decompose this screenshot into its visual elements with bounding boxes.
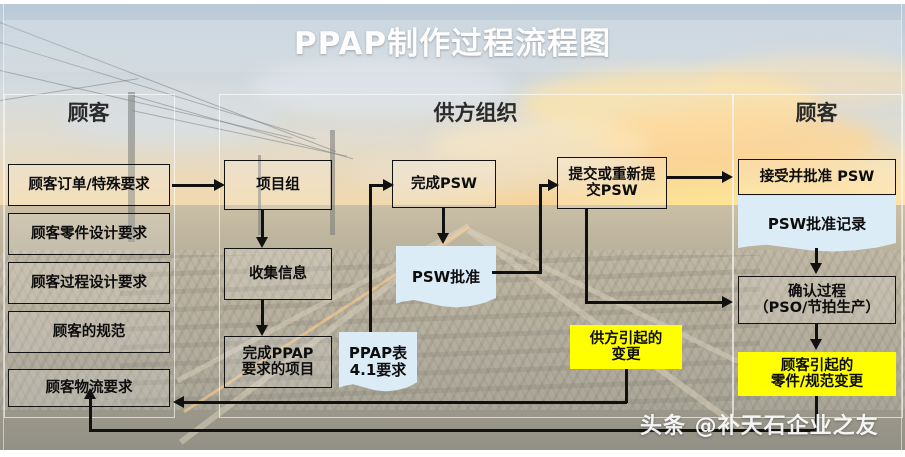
watermark: 头条 @补天石企业之友 (640, 414, 879, 439)
arrow-right-icon (383, 179, 394, 191)
connector-collect-to-items (261, 300, 264, 326)
connector-approval-right (492, 271, 542, 274)
arrow-down-icon (256, 325, 268, 336)
connector-approval-riser (539, 184, 542, 274)
arrow-down-icon (810, 263, 822, 274)
page-title: PPAP制作过程流程图 (293, 26, 612, 62)
title-band (4, 20, 901, 72)
connector-customer-change-down (815, 396, 818, 432)
swimlane-label-customer-left: 顾客 (67, 101, 110, 125)
cloud (250, 60, 510, 115)
node-customer-induced-change[interactable]: 顾客引起的 零件/规范变更 (738, 352, 896, 396)
connector-submit-to-accept (666, 176, 724, 179)
arrow-right-icon (214, 179, 225, 191)
arrow-down-icon (810, 339, 822, 350)
node-psw-approval[interactable]: PSW批准 (396, 246, 496, 308)
connector-approval-to-submit (539, 184, 551, 187)
arrow-down-icon (256, 237, 268, 248)
swimlane-supplier (219, 94, 734, 418)
connector-psw-to-approval (442, 208, 445, 234)
arrow-right-icon (722, 296, 733, 308)
connector-supplier-change-down (625, 369, 628, 403)
node-customer-order[interactable]: 顾客订单/特殊要求 (8, 164, 170, 206)
node-customer-process-design[interactable]: 顾客过程设计要求 (8, 262, 170, 304)
top-strip (0, 0, 905, 4)
node-complete-psw[interactable]: 完成PSW (392, 160, 496, 208)
connector-submit-down (585, 208, 588, 304)
cloud (60, 95, 280, 145)
node-psw-approval-record[interactable]: PSW批准记录 (738, 196, 896, 252)
pylon (258, 155, 261, 235)
arrow-left-icon (173, 396, 184, 408)
node-validation-process[interactable]: 确认过程 （PSO/节拍生产） (738, 276, 896, 324)
feedback-bus-upper (184, 401, 627, 404)
node-supplier-induced-change[interactable]: 供方引起的 变更 (570, 325, 682, 369)
node-project-team[interactable]: 项目组 (224, 160, 332, 210)
pylon (128, 92, 135, 242)
pylon (330, 130, 335, 235)
swimlane-label-customer-right: 顾客 (795, 101, 838, 125)
node-submit-or-resubmit-psw[interactable]: 提交或重新提 交PSW (557, 157, 667, 209)
connector-ppap-riser (369, 186, 372, 332)
swimlane-label-supplier: 供方组织 (433, 101, 518, 125)
arrow-right-icon (548, 179, 559, 191)
feedback-riser-left (89, 398, 92, 431)
connector-order-to-team (172, 184, 216, 187)
connector-submit-to-validation (585, 301, 724, 304)
arrow-down-icon (437, 233, 449, 244)
node-accept-approve-psw[interactable]: 接受并批准 PSW (738, 159, 896, 195)
connector-ppap-to-psw (369, 184, 387, 187)
feedback-bus-lower (89, 429, 818, 432)
bottom-strip (0, 450, 905, 457)
arrow-right-icon (722, 171, 733, 183)
connector-team-to-collect (261, 210, 264, 238)
node-customer-spec[interactable]: 顾客的规范 (8, 311, 170, 353)
connector-record-to-validation (815, 248, 818, 264)
connector-validation-to-change (815, 324, 818, 340)
arrow-up-icon (84, 388, 96, 399)
node-complete-ppap-items[interactable]: 完成PPAP 要求的项目 (224, 336, 332, 388)
node-ppap-table-reference[interactable]: PPAP表 4.1要求 (339, 332, 417, 392)
node-customer-part-design[interactable]: 顾客零件设计要求 (8, 213, 170, 255)
node-collect-info[interactable]: 收集信息 (224, 248, 332, 300)
